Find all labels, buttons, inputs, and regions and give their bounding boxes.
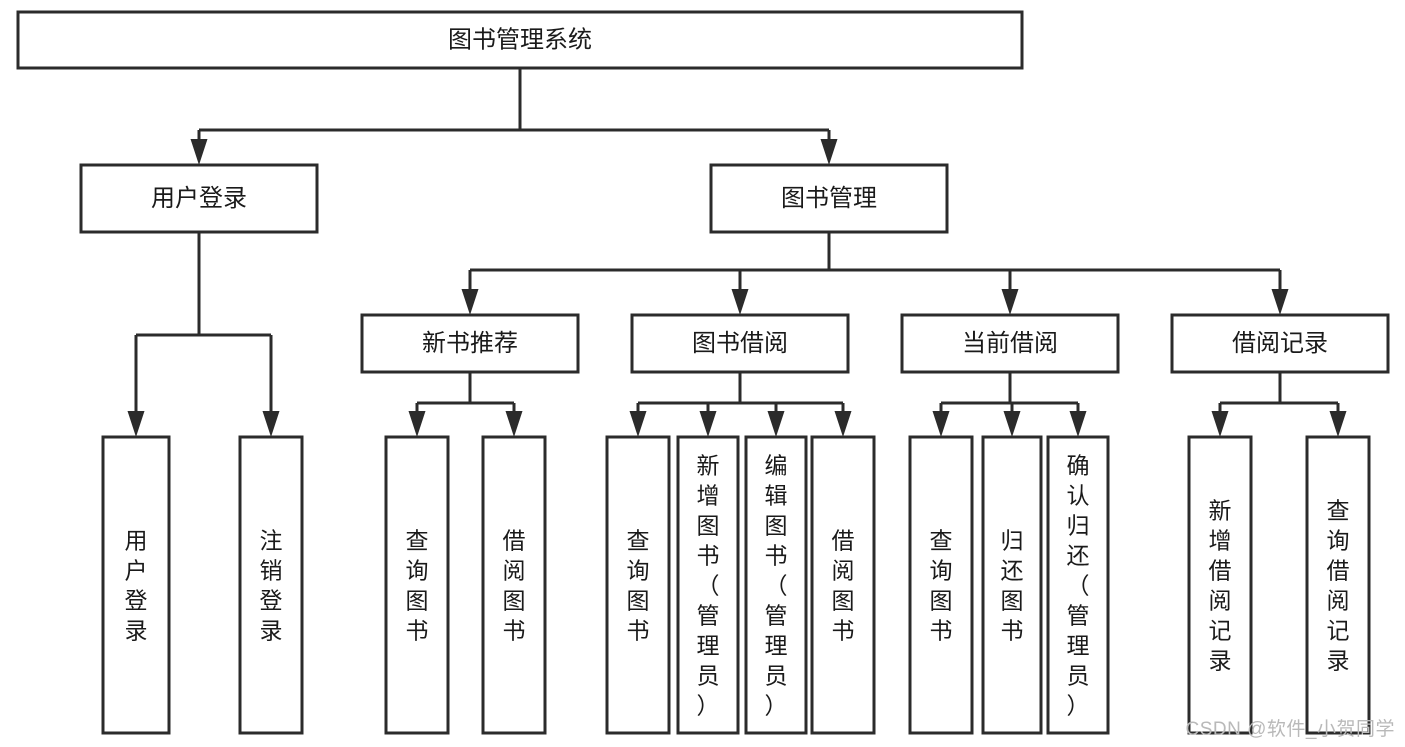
node-book-manage[interactable]: 图书管理	[709, 163, 949, 234]
node-new-book-recommend[interactable]: 新书推荐	[360, 313, 580, 374]
connector-current-borrow-to-leaf-confirm-return-arrowhead-icon	[1069, 411, 1087, 437]
node-label-leaf-return-book: 归还图书	[1001, 527, 1024, 643]
node-leaf-return-book[interactable]: 归还图书	[981, 435, 1043, 735]
node-box-leaf-add-borrow-record	[1187, 435, 1253, 735]
node-label-new-book-recommend: 新书推荐	[422, 330, 518, 357]
node-box-leaf-edit-book-admin	[744, 435, 808, 735]
node-box-leaf-query-book-2	[605, 435, 671, 735]
connector-current-borrow-to-leaf-query-book-3-arrowhead-icon	[932, 411, 950, 437]
node-box-borrow-record	[1170, 313, 1390, 374]
node-label-leaf-add-book-admin: 新增图书（管理员）	[697, 452, 720, 718]
connector-root-to-book-manage-arrowhead-icon	[820, 139, 838, 165]
connector-book-borrow-to-leaf-add-book-admin-arrowhead-icon	[699, 411, 717, 437]
node-leaf-borrow-book-2[interactable]: 借阅图书	[810, 435, 876, 735]
node-label-root: 图书管理系统	[448, 26, 592, 53]
node-label-leaf-query-borrow-record: 查询借阅记录	[1327, 497, 1350, 673]
node-label-current-borrow: 当前借阅	[962, 330, 1058, 357]
node-label-leaf-add-borrow-record: 新增借阅记录	[1209, 497, 1232, 673]
node-leaf-query-borrow-record[interactable]: 查询借阅记录	[1305, 435, 1371, 735]
node-layer: 图书管理系统用户登录图书管理新书推荐图书借阅当前借阅借阅记录用户登录注销登录查询…	[16, 10, 1390, 735]
connector-layer	[127, 68, 1347, 437]
node-leaf-borrow-book-1[interactable]: 借阅图书	[481, 435, 547, 735]
node-box-book-manage	[709, 163, 949, 234]
node-box-leaf-query-book-1	[384, 435, 450, 735]
connector-borrow-record-to-leaf-add-borrow-record-arrowhead-icon	[1211, 411, 1229, 437]
node-label-leaf-user-logout: 注销登录	[260, 527, 283, 643]
connector-book-manage-to-book-borrow-arrowhead-icon	[731, 289, 749, 315]
node-box-leaf-add-book-admin	[676, 435, 740, 735]
node-box-leaf-confirm-return	[1046, 435, 1110, 735]
connector-new-book-recommend-to-leaf-borrow-book-1-arrowhead-icon	[505, 411, 523, 437]
node-box-leaf-return-book	[981, 435, 1043, 735]
node-label-leaf-borrow-book-2: 借阅图书	[832, 527, 855, 643]
connector-book-borrow-to-leaf-query-book-2-arrowhead-icon	[629, 411, 647, 437]
node-label-leaf-user-login: 用户登录	[125, 527, 148, 643]
node-leaf-query-book-2[interactable]: 查询图书	[605, 435, 671, 735]
node-label-leaf-edit-book-admin: 编辑图书（管理员）	[765, 452, 788, 718]
node-borrow-record[interactable]: 借阅记录	[1170, 313, 1390, 374]
node-label-book-borrow: 图书借阅	[692, 330, 788, 357]
node-leaf-add-book-admin[interactable]: 新增图书（管理员）	[676, 435, 740, 735]
connector-book-manage-to-new-book-recommend-arrowhead-icon	[461, 289, 479, 315]
node-leaf-add-borrow-record[interactable]: 新增借阅记录	[1187, 435, 1253, 735]
node-label-leaf-borrow-book-1: 借阅图书	[503, 527, 526, 643]
node-book-borrow[interactable]: 图书借阅	[630, 313, 850, 374]
node-box-current-borrow	[900, 313, 1120, 374]
node-box-leaf-borrow-book-1	[481, 435, 547, 735]
node-box-root	[16, 10, 1024, 70]
node-label-leaf-query-book-3: 查询图书	[930, 527, 953, 643]
node-box-book-borrow	[630, 313, 850, 374]
node-leaf-query-book-1[interactable]: 查询图书	[384, 435, 450, 735]
node-label-leaf-confirm-return: 确认归还（管理员）	[1067, 452, 1090, 718]
connector-book-borrow-to-leaf-edit-book-admin-arrowhead-icon	[767, 411, 785, 437]
node-label-borrow-record: 借阅记录	[1232, 330, 1328, 357]
node-box-user-login	[79, 163, 319, 234]
node-box-leaf-query-book-3	[908, 435, 974, 735]
node-leaf-edit-book-admin[interactable]: 编辑图书（管理员）	[744, 435, 808, 735]
connector-book-borrow-to-leaf-borrow-book-2-arrowhead-icon	[834, 411, 852, 437]
connector-new-book-recommend-to-leaf-query-book-1-arrowhead-icon	[408, 411, 426, 437]
node-leaf-query-book-3[interactable]: 查询图书	[908, 435, 974, 735]
node-leaf-user-login[interactable]: 用户登录	[101, 435, 171, 735]
node-leaf-confirm-return[interactable]: 确认归还（管理员）	[1046, 435, 1110, 735]
connector-user-login-to-leaf-user-logout-arrowhead-icon	[262, 411, 280, 437]
node-box-new-book-recommend	[360, 313, 580, 374]
node-current-borrow[interactable]: 当前借阅	[900, 313, 1120, 374]
node-box-leaf-user-logout	[238, 435, 304, 735]
node-user-login[interactable]: 用户登录	[79, 163, 319, 234]
node-box-leaf-query-borrow-record	[1305, 435, 1371, 735]
connector-root-to-user-login-arrowhead-icon	[190, 139, 208, 165]
node-box-leaf-borrow-book-2	[810, 435, 876, 735]
connector-borrow-record-to-leaf-query-borrow-record-arrowhead-icon	[1329, 411, 1347, 437]
connector-book-manage-to-current-borrow-arrowhead-icon	[1001, 289, 1019, 315]
connector-current-borrow-to-leaf-return-book-arrowhead-icon	[1003, 411, 1021, 437]
node-root[interactable]: 图书管理系统	[16, 10, 1024, 70]
node-label-leaf-query-book-2: 查询图书	[627, 527, 650, 643]
node-label-book-manage: 图书管理	[781, 185, 877, 212]
node-leaf-user-logout[interactable]: 注销登录	[238, 435, 304, 735]
node-label-leaf-query-book-1: 查询图书	[406, 527, 429, 643]
connector-book-manage-to-borrow-record-arrowhead-icon	[1271, 289, 1289, 315]
node-box-leaf-user-login	[101, 435, 171, 735]
node-label-user-login: 用户登录	[151, 185, 247, 212]
connector-user-login-to-leaf-user-login-arrowhead-icon	[127, 411, 145, 437]
